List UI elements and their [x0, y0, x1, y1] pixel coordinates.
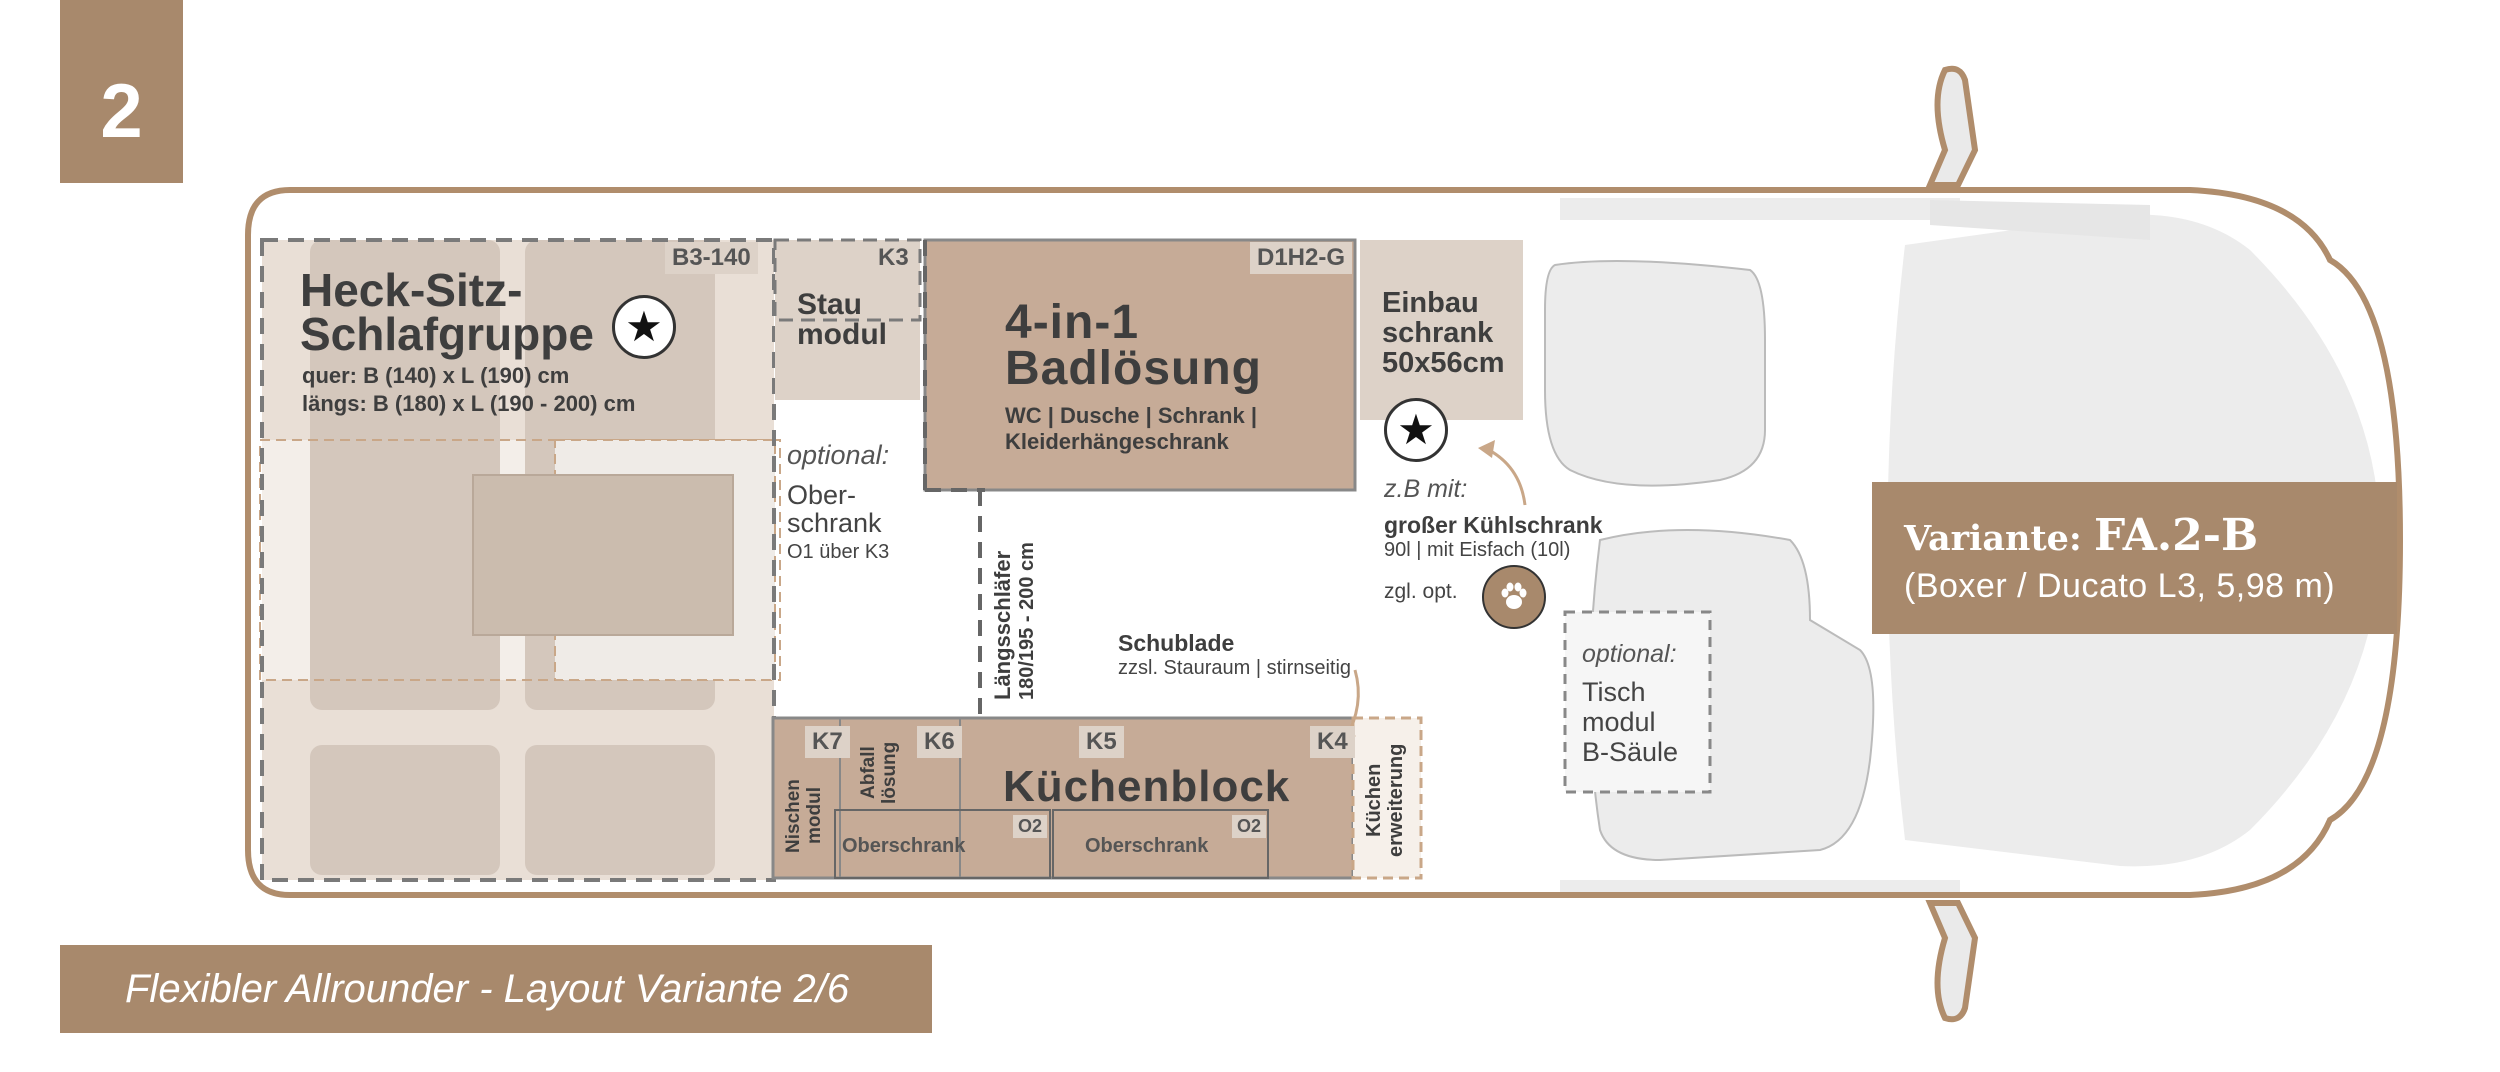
- fridge-info: z.B mit: großer Kühlschrank 90l | mit Ei…: [1384, 475, 1603, 561]
- star-icon: ★: [612, 295, 676, 359]
- layout-number-badge: 2: [60, 0, 183, 183]
- mirror-top: [1925, 65, 1979, 188]
- paw-icon: [1482, 565, 1546, 629]
- nischen-modul-label: Nischen modul: [783, 779, 825, 853]
- bath-title: 4-in-1 Badlösung: [1005, 296, 1262, 395]
- footer-title: Flexibler Allrounder - Layout Variante 2…: [125, 966, 850, 1011]
- variant-code-line: Variante: FA.2-B: [1904, 510, 2259, 561]
- layout-number: 2: [100, 69, 143, 154]
- driver-seat: [1544, 260, 1766, 487]
- rear-group-tag: B3-140: [665, 242, 758, 274]
- table-module-info: optional: Tisch modul B-Säule: [1582, 640, 1679, 767]
- kitchen-title: Küchenblock: [1003, 762, 1291, 811]
- oberschrank-label-1: Oberschrank: [842, 835, 966, 857]
- variant-box: Variante: FA.2-B (Boxer / Ducato L3, 5,9…: [1872, 482, 2397, 634]
- optional-oberschrank: optional: Ober- schrank O1 über K3: [787, 440, 890, 563]
- abfall-loesung-label: Abfall lösung: [858, 741, 900, 804]
- kuechen-erweiterung-label: Küchen erweiterung: [1363, 743, 1407, 858]
- schublade-info: Schublade zzsl. Stauraum | stirnseitig: [1118, 630, 1352, 679]
- kitchen-tag-k6: K6: [917, 726, 962, 758]
- oberschrank-label-2: Oberschrank: [1085, 835, 1209, 857]
- rear-group-title: Heck-Sitz- Schlafgruppe: [300, 264, 594, 360]
- stau-tag: K3: [871, 242, 916, 274]
- kitchen-tag-k5: K5: [1079, 726, 1124, 758]
- einbau-schrank-label: Einbau schrank 50x56cm: [1382, 287, 1505, 379]
- stau-label: Stau modul: [797, 288, 887, 351]
- fridge-opt: zgl. opt.: [1384, 580, 1458, 603]
- o2-tag-1: O2: [1013, 815, 1048, 838]
- kitchen-tag-k4: K4: [1310, 726, 1355, 758]
- rear-group-dimensions: quer: B (140) x L (190) cm längs: B (180…: [302, 363, 636, 416]
- variant-subtitle: (Boxer / Ducato L3, 5,98 m): [1904, 567, 2336, 605]
- bath-subtitle: WC | Dusche | Schrank | Kleiderhängeschr…: [1005, 403, 1257, 454]
- laengsschlaefer-dim: 180/195 - 200 cm: [1016, 542, 1038, 700]
- o2-tag-2: O2: [1232, 815, 1267, 838]
- kitchen-tag-k7: K7: [805, 726, 850, 758]
- bath-tag: D1H2-G: [1250, 242, 1353, 274]
- laengsschlaefer-label: Längsschläfer: [990, 550, 1015, 700]
- mirror-bottom: [1925, 900, 1979, 1023]
- footer-title-bar: Flexibler Allrounder - Layout Variante 2…: [60, 945, 932, 1033]
- star-icon: ★: [1384, 398, 1448, 462]
- paw-icon-glyph: [1501, 582, 1527, 609]
